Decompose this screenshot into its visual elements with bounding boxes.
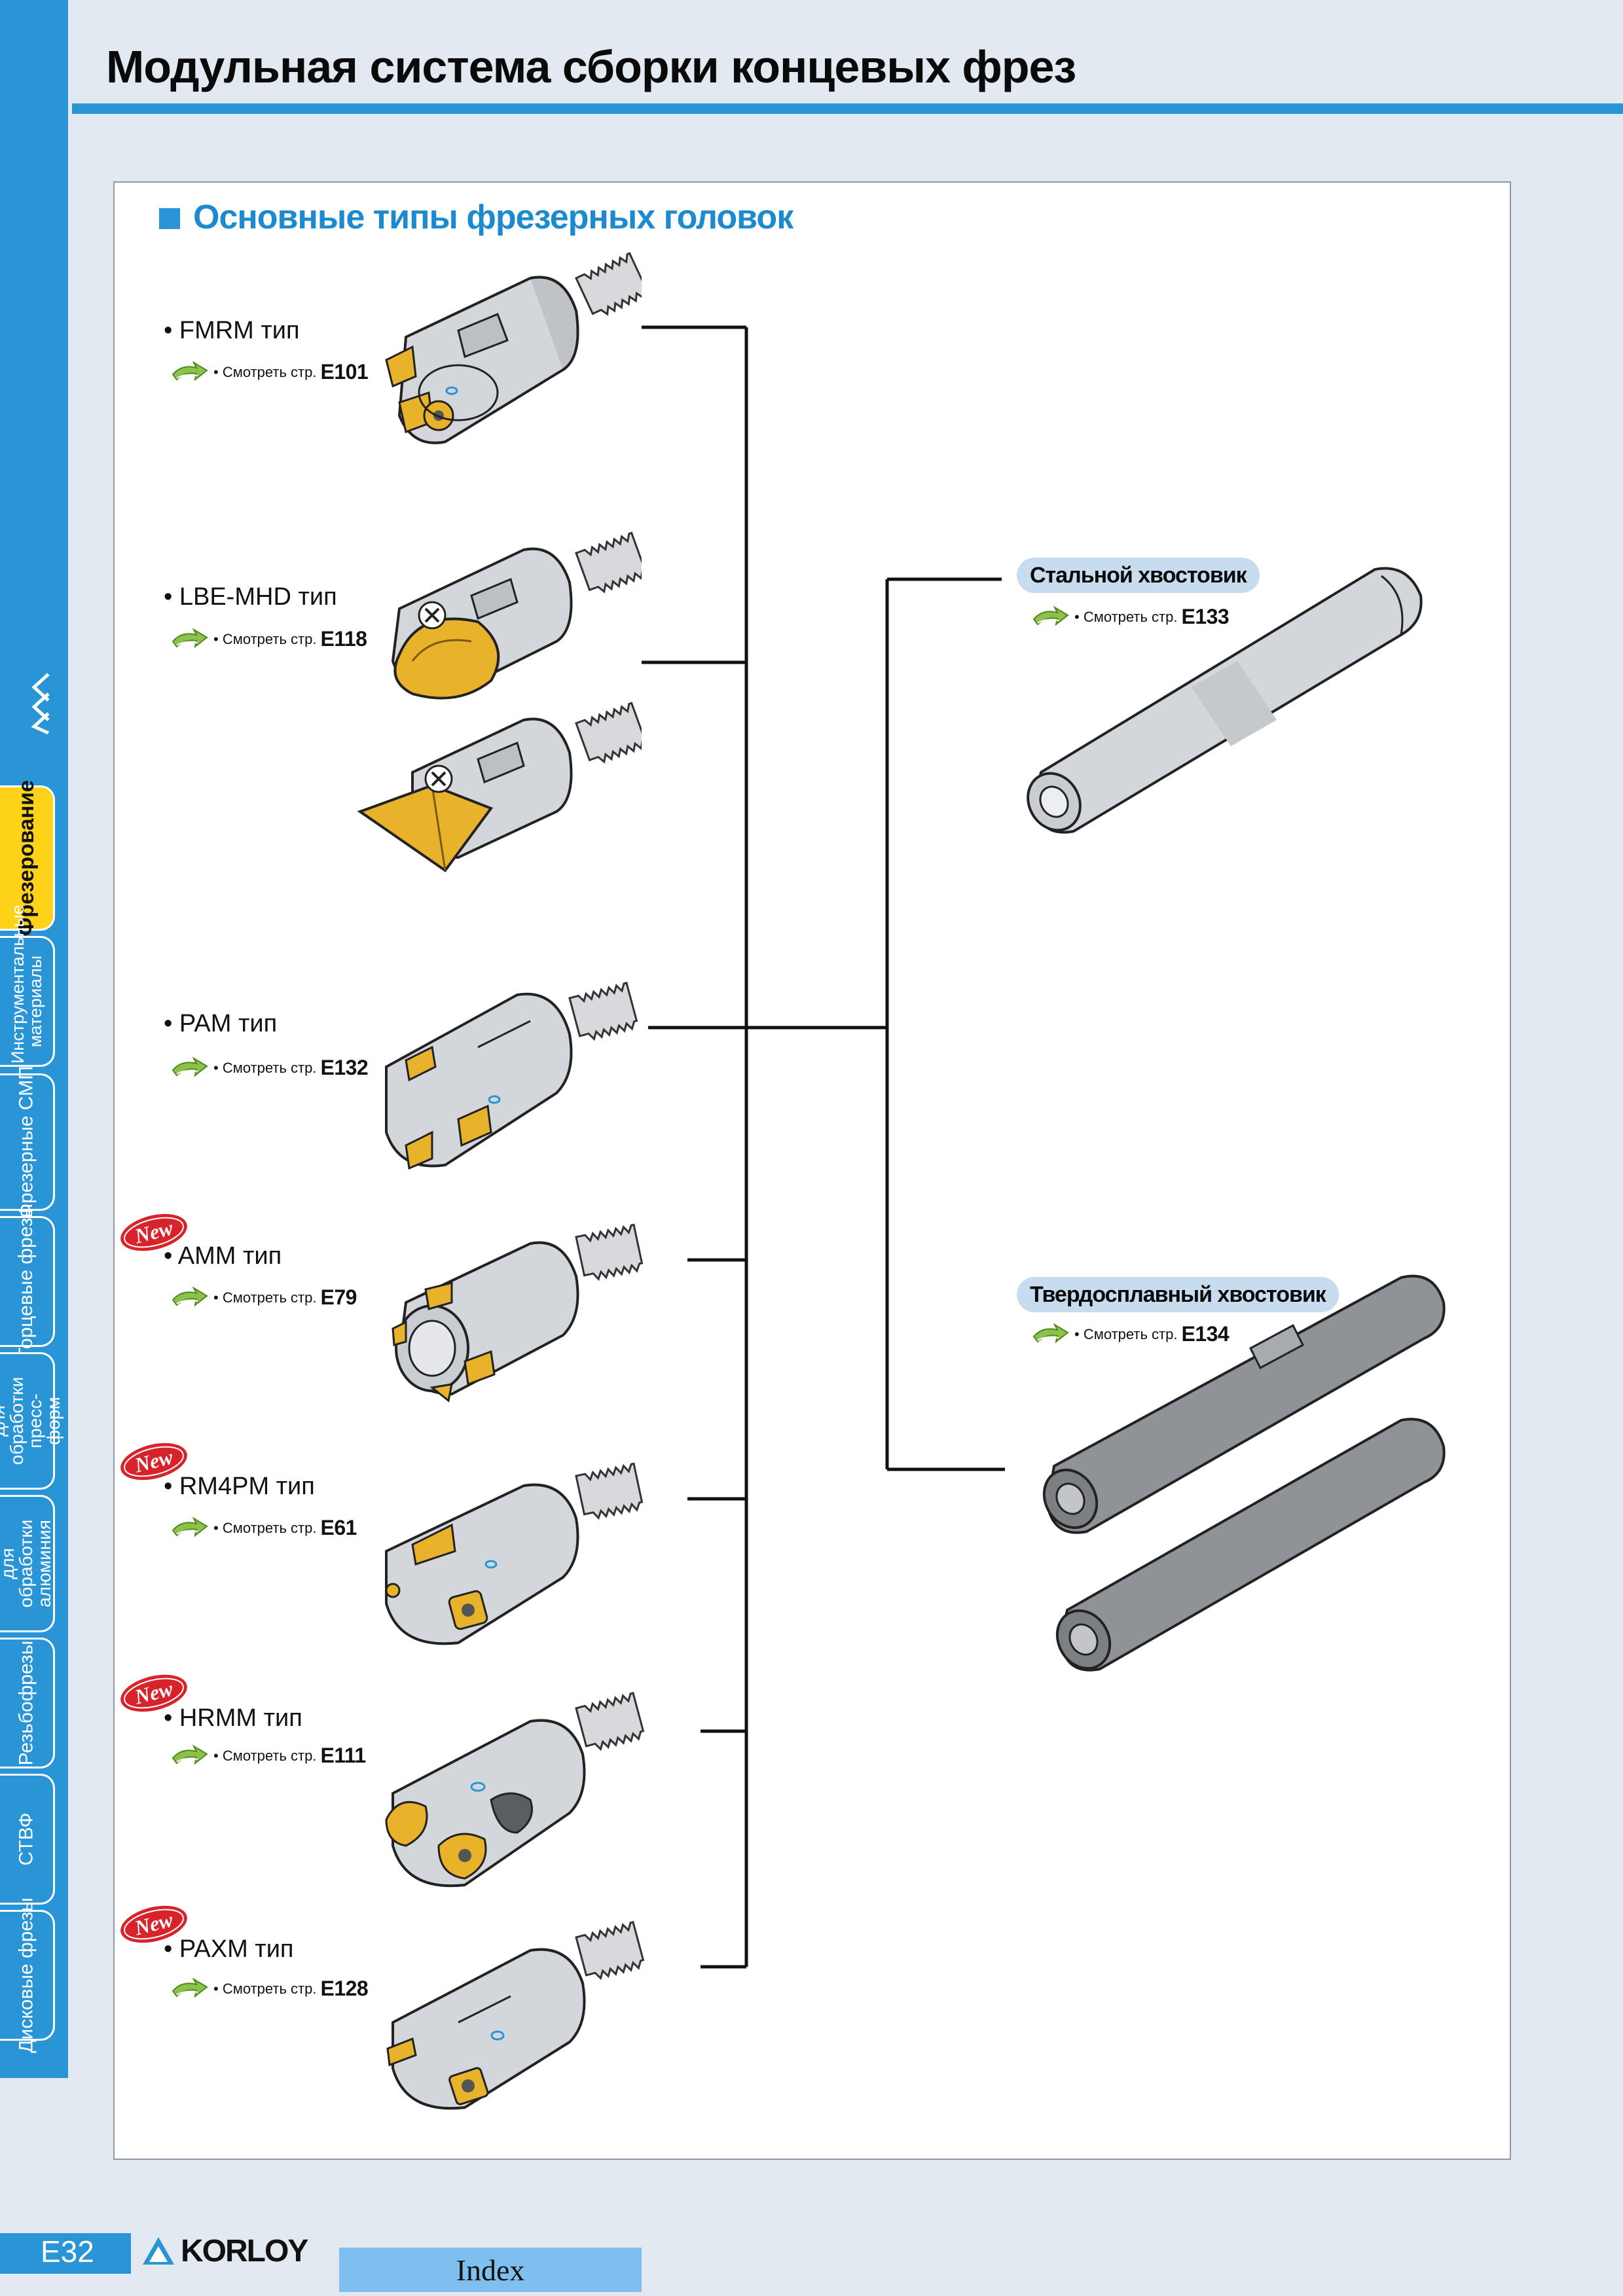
head-type-label: • LBE-MHD тип [164,583,337,611]
sidebar-tab-tool-materials[interactable]: Инструментальные материалы [0,905,55,1067]
ref-prefix: • Смотреть стр. [1074,1325,1178,1342]
page-reference[interactable]: • Смотреть стр. E118 [170,627,367,651]
ref-prefix: • Смотреть стр. [213,1289,317,1306]
new-badge-icon: New [118,1901,190,1947]
page-reference[interactable]: • Смотреть стр. E128 [170,1977,369,2001]
index-label: Index [456,2253,525,2287]
ref-prefix: • Смотреть стр. [213,1059,317,1076]
sidebar-tab-stvf[interactable]: СТВФ [0,1774,55,1905]
page-ref-arrow-icon [172,361,208,380]
page-ref-arrow-icon [172,1517,208,1536]
ref-prefix: • Смотреть стр. [213,630,317,647]
pam-head-image [385,982,640,1170]
index-button[interactable]: Index [339,2248,642,2292]
page-reference[interactable]: • Смотреть стр. E111 [170,1744,366,1768]
shank-label-carbide: Твердосплавный хвостовик [1017,1277,1339,1312]
sidebar-tab-face-mills[interactable]: Торцевые фрезы [0,1204,55,1359]
ref-prefix: • Смотреть стр. [213,1980,317,1997]
page-title: Модульная система сборки концевых фрез [106,41,1076,92]
page-ref-arrow-icon [172,1287,208,1306]
page-reference[interactable]: • Смотреть стр. E101 [170,360,369,384]
page-ref-arrow-icon [172,1745,208,1764]
sidebar-tab-milling[interactable]: Фрезерование [0,780,55,936]
hrmm-head-image [385,1692,646,1888]
nav-arrows-icon[interactable] [29,668,52,740]
head-type-label: • RM4PM тип [164,1473,315,1500]
lbe-mhd-head-image [391,531,642,700]
page-reference[interactable]: • Смотреть стр. E79 [170,1285,357,1310]
ref-page-number: E132 [320,1056,369,1079]
carbide-shank-images [1042,1274,1446,1672]
fmrm-head-image [385,252,642,444]
shank-label-steel: Стальной хвостовик [1017,558,1260,593]
amm-head-image [392,1223,645,1403]
page-ref-arrow-icon [172,1978,208,1997]
sidebar-tab-milling-inserts[interactable]: Фрезерные СМП [0,1066,55,1219]
content-panel [113,181,1511,2160]
page-reference[interactable]: • Смотреть стр. E134 [1031,1322,1230,1346]
new-badge-icon: New [118,1210,190,1255]
head-type-label: • FMRM тип [164,317,300,344]
paxm-head-image [386,1921,646,2110]
lbe-mhd-chamfer-head-image [357,702,642,872]
brand-logo-text: KORLOY [181,2234,308,2269]
head-type-label: • PAXM тип [164,1935,294,1963]
korloy-logo-icon [143,2237,174,2265]
rm4pm-head-image [385,1462,645,1645]
page-reference[interactable]: • Смотреть стр. E132 [170,1056,369,1080]
sidebar-tab-aluminum[interactable]: для обработки алюминия [0,1495,55,1632]
new-badge-icon: New [118,1670,190,1716]
ref-page-number: E79 [320,1285,357,1309]
head-type-label: • PAM тип [164,1010,278,1037]
page-ref-arrow-icon [172,1057,208,1076]
ref-prefix: • Смотреть стр. [213,363,317,380]
page-number-box [0,2233,131,2274]
page-reference[interactable]: • Смотреть стр. E133 [1031,605,1230,629]
ref-prefix: • Смотреть стр. [213,1747,317,1764]
section-marker [159,208,180,229]
ref-page-number: E128 [320,1977,369,2000]
page-number: E32 [41,2234,94,2269]
page-reference[interactable]: • Смотреть стр. E61 [170,1516,357,1540]
steel-shank-image [1027,567,1423,834]
ref-page-number: E61 [320,1516,357,1539]
ref-page-number: E111 [320,1744,366,1767]
new-badge-icon: New [118,1439,190,1484]
ref-page-number: E101 [320,360,369,384]
title-rule [72,103,1623,114]
ref-page-number: E118 [320,627,367,651]
sidebar-tab-die-mold[interactable]: для обработки пресс-форм [0,1352,64,1490]
sidebar-tab-disc-mills[interactable]: Дисковые фрезы [0,1897,55,2053]
sidebar-tab-thread-mills[interactable]: Резьбофрезы [0,1638,55,1768]
ref-prefix: • Смотреть стр. [1074,608,1178,625]
ref-page-number: E133 [1181,605,1230,628]
page-ref-arrow-icon [172,628,208,647]
section-title: Основные типы фрезерных головок [193,198,793,236]
head-type-label: • HRMM тип [164,1704,302,1732]
ref-page-number: E134 [1181,1322,1230,1346]
head-type-label: • AMM тип [164,1242,282,1270]
ref-prefix: • Смотреть стр. [213,1519,317,1536]
